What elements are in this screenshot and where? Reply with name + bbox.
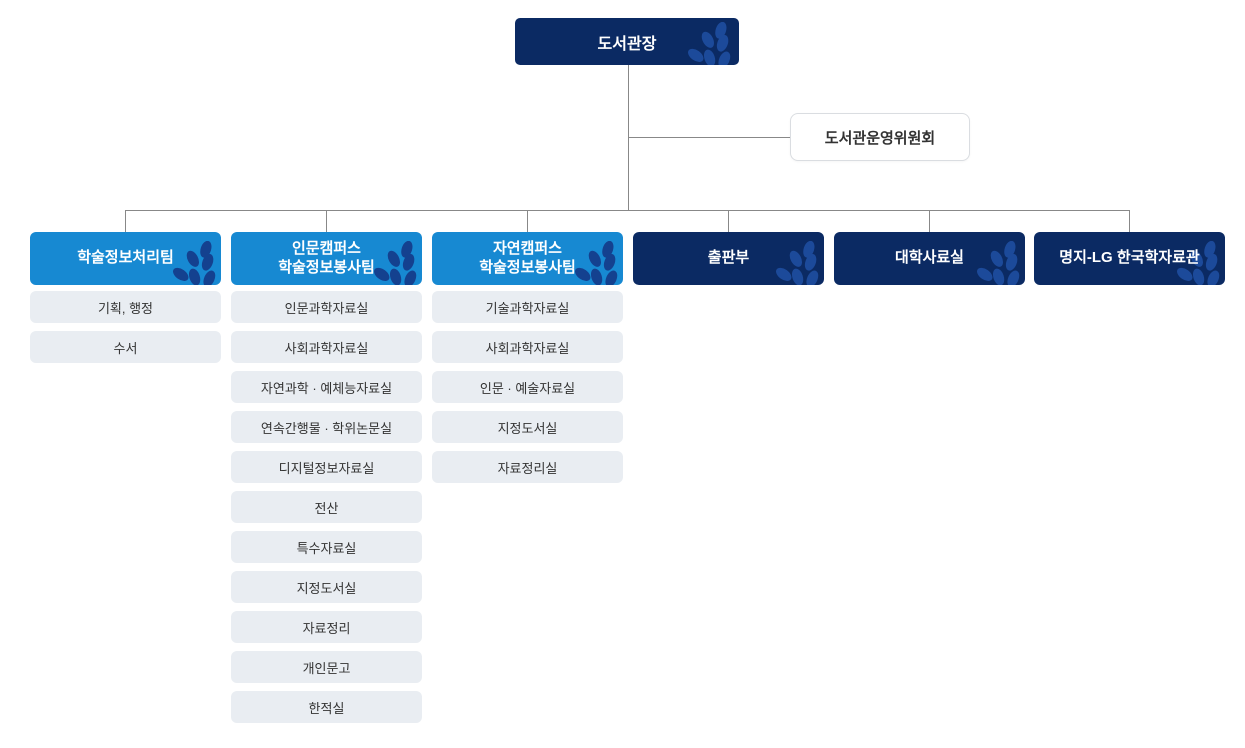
dept-title: 자연캠퍼스 학술정보봉사팀: [479, 239, 576, 276]
committee-label: 도서관운영위원회: [824, 129, 936, 147]
unit-box: 기획, 행정: [30, 291, 221, 323]
connector-drop-4: [728, 210, 729, 232]
unit-box: 사회과학자료실: [432, 331, 623, 363]
unit-box: 지정도서실: [231, 571, 422, 603]
dept-column-6: 명지-LG 한국학자료관: [1034, 232, 1225, 285]
unit-box: 자연과학 · 예체능자료실: [231, 371, 422, 403]
connector-committee-branch: [628, 137, 790, 138]
unit-box: 한적실: [231, 691, 422, 723]
connector-drop-5: [929, 210, 930, 232]
connector-drop-6: [1129, 210, 1130, 232]
unit-box: 수서: [30, 331, 221, 363]
dept-items: 인문과학자료실 사회과학자료실 자연과학 · 예체능자료실 연속간행물 · 학위…: [231, 291, 422, 723]
unit-box: 인문 · 예술자료실: [432, 371, 623, 403]
dept-items: 기술과학자료실 사회과학자료실 인문 · 예술자료실 지정도서실 자료정리실: [432, 291, 623, 483]
leaf-decoration-icon: [688, 22, 731, 65]
unit-box: 특수자료실: [231, 531, 422, 563]
unit-box: 자료정리실: [432, 451, 623, 483]
connector-trunk-horizontal: [125, 210, 1129, 211]
unit-box: 인문과학자료실: [231, 291, 422, 323]
root-label: 도서관장: [597, 35, 657, 53]
connector-drop-3: [527, 210, 528, 232]
leaf-decoration-icon: [977, 241, 1020, 285]
dept-header-humanities-campus-services: 인문캠퍼스 학술정보봉사팀: [231, 232, 422, 285]
unit-box: 개인문고: [231, 651, 422, 683]
dept-column-5: 대학사료실: [834, 232, 1025, 285]
connector-drop-1: [125, 210, 126, 232]
connector-drop-2: [326, 210, 327, 232]
dept-header-natural-campus-services: 자연캠퍼스 학술정보봉사팀: [432, 232, 623, 285]
dept-title: 명지-LG 한국학자료관: [1059, 249, 1200, 267]
dept-title: 대학사료실: [894, 249, 964, 267]
dept-title: 인문캠퍼스 학술정보봉사팀: [278, 239, 375, 276]
leaf-decoration-icon: [374, 241, 417, 285]
dept-column-3: 자연캠퍼스 학술정보봉사팀 기술과학자료실 사회과학자료실 인문 · 예술자료실…: [432, 232, 623, 483]
dept-header-publishing: 출판부: [633, 232, 824, 285]
dept-column-2: 인문캠퍼스 학술정보봉사팀 인문과학자료실 사회과학자료실 자연과학 · 예체능…: [231, 232, 422, 723]
dept-column-4: 출판부: [633, 232, 824, 285]
committee-box: 도서관운영위원회: [790, 113, 970, 161]
leaf-decoration-icon: [1177, 241, 1220, 285]
unit-box: 연속간행물 · 학위논문실: [231, 411, 422, 443]
dept-header-academic-info-processing: 학술정보처리팀: [30, 232, 221, 285]
unit-box: 지정도서실: [432, 411, 623, 443]
leaf-decoration-icon: [173, 241, 216, 285]
dept-title: 학술정보처리팀: [77, 249, 174, 267]
dept-header-university-archives: 대학사료실: [834, 232, 1025, 285]
dept-items: 기획, 행정 수서: [30, 291, 221, 363]
leaf-decoration-icon: [776, 241, 819, 285]
dept-column-1: 학술정보처리팀 기획, 행정 수서: [30, 232, 221, 363]
unit-box: 자료정리: [231, 611, 422, 643]
leaf-decoration-icon: [575, 241, 618, 285]
dept-header-myongji-lg-korean-studies: 명지-LG 한국학자료관: [1034, 232, 1225, 285]
unit-box: 사회과학자료실: [231, 331, 422, 363]
unit-box: 디지털정보자료실: [231, 451, 422, 483]
root-box-library-director: 도서관장: [515, 18, 739, 65]
unit-box: 기술과학자료실: [432, 291, 623, 323]
unit-box: 전산: [231, 491, 422, 523]
dept-title: 출판부: [707, 249, 750, 267]
